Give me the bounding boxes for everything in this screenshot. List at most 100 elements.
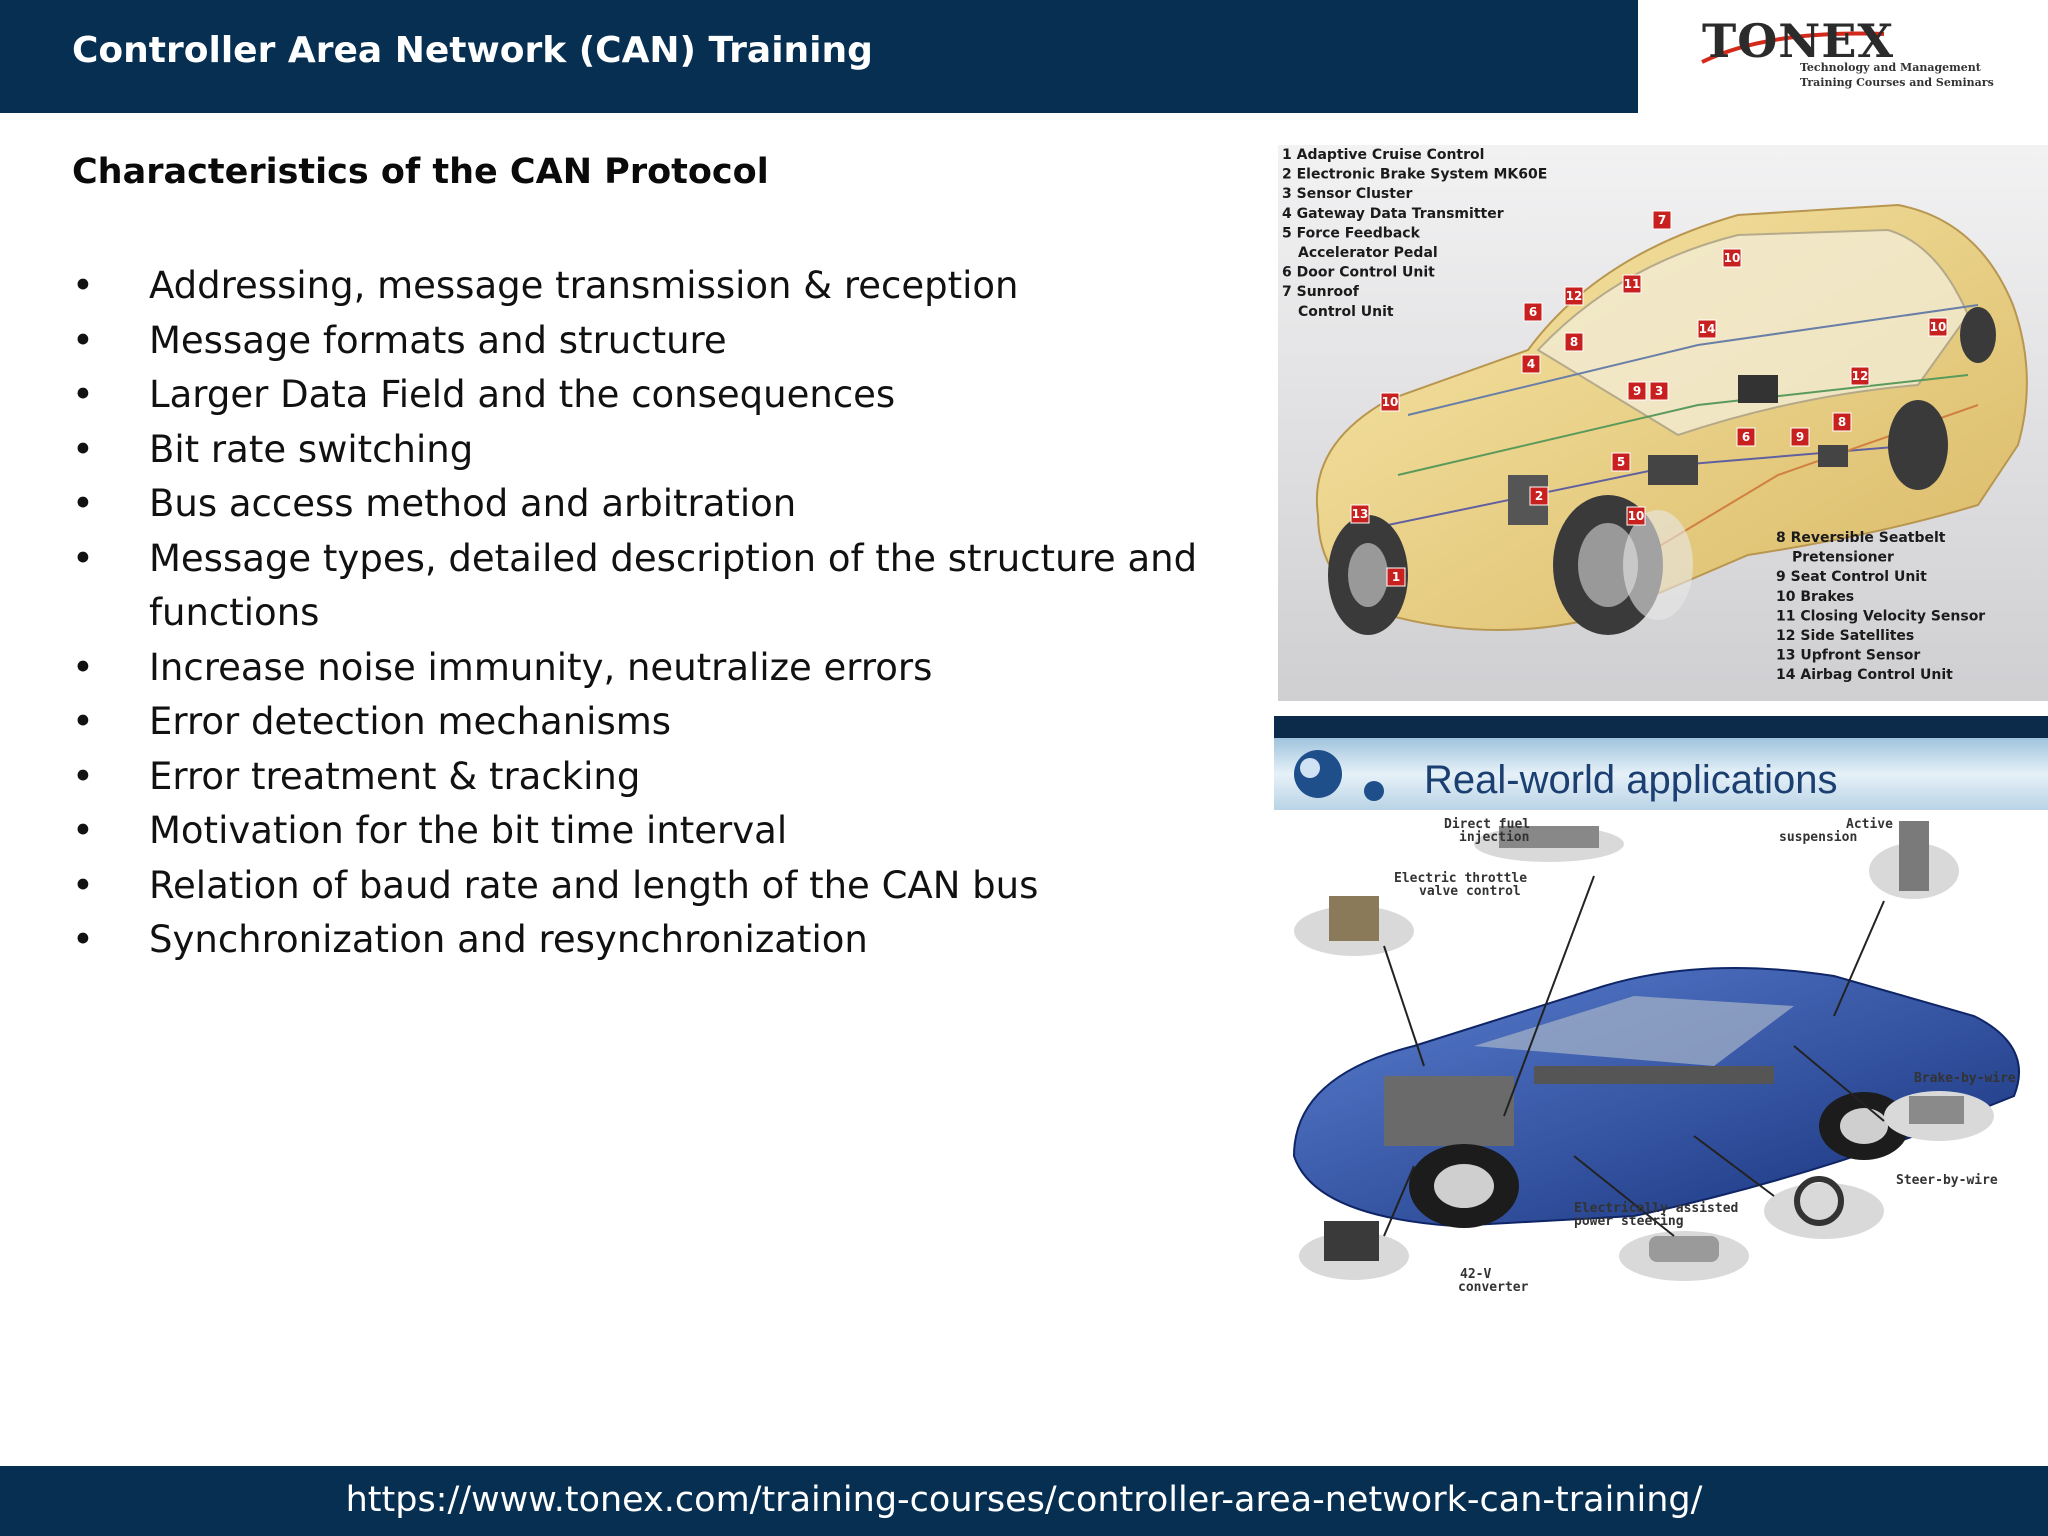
- diagram-legend-top: 1 Adaptive Cruise Control 2 Electronic Br…: [1282, 147, 1547, 320]
- bullet-text: Synchronization and resynchronization: [149, 918, 868, 961]
- legend-entry: Pretensioner: [1792, 550, 1894, 566]
- bullet-dot-icon: •: [72, 482, 94, 525]
- bullet-dot-icon: •: [72, 536, 94, 580]
- diagram-tag-number: 11: [1624, 277, 1641, 291]
- bullet-dot-icon: •: [72, 918, 94, 961]
- diagram-tag-box: [1523, 302, 1543, 322]
- label-42v-converter: 42-V: [1460, 1267, 1491, 1282]
- diagram-tag-number: 8: [1570, 335, 1578, 349]
- diagram-tag-box: [1832, 412, 1852, 432]
- bullet-dot-icon: •: [72, 809, 94, 852]
- diagram-tag-number: 9: [1633, 384, 1641, 398]
- bullet-list: • Addressing, message transmission & rece…: [72, 259, 1232, 968]
- diagram-tag-box: [1626, 506, 1646, 526]
- legend-entry: 11 Closing Velocity Sensor: [1776, 608, 1985, 624]
- diagram-tag-box: [1380, 392, 1400, 412]
- diagram-tag-number: 5: [1617, 455, 1625, 469]
- label-electric-throttle: Electric throttle: [1394, 871, 1527, 886]
- bullet-dot-icon: •: [72, 373, 94, 416]
- diagram-tag-box: [1928, 317, 1948, 337]
- legend-entry: 7 Sunroof: [1282, 284, 1360, 300]
- bullet-dot-icon: •: [72, 645, 94, 689]
- svg-text:power steering: power steering: [1574, 1214, 1684, 1229]
- bullet-item: • Addressing, message transmission & rece…: [72, 259, 1232, 314]
- bullet-text: Larger Data Field and the consequences: [149, 373, 896, 416]
- svg-text:converter: converter: [1458, 1280, 1529, 1295]
- diagram-tag-number: 12: [1566, 289, 1583, 303]
- bullet-item: •Error detection mechanisms: [72, 695, 1232, 750]
- diagram-tag-number: 12: [1852, 369, 1869, 383]
- svg-text:suspension: suspension: [1779, 830, 1857, 845]
- label-direct-fuel-injection: Direct fuel: [1444, 817, 1530, 832]
- bullet-text: Bit rate switching: [149, 427, 474, 471]
- diagram-tag-box: [1386, 567, 1406, 587]
- label-brake-by-wire: Brake-by-wire: [1914, 1071, 2016, 1086]
- diagram-tag-number: 1: [1392, 570, 1400, 584]
- bullet-item: • Message types, detailed description of …: [72, 532, 1232, 641]
- bullet-item: • Increase noise immunity, neutralize err…: [72, 641, 1232, 696]
- bullet-item: • Bus access method and arbitration: [72, 477, 1232, 532]
- bullet-item: • Synchronization and resynchronization: [72, 913, 1232, 968]
- diagram-tag-box: [1611, 452, 1631, 472]
- diagram-tag-number: 10: [1628, 509, 1645, 523]
- svg-text:valve control: valve control: [1419, 884, 1521, 899]
- logo-swoosh-icon: [1701, 31, 1885, 64]
- bullet-item: •Message formats and structure: [72, 314, 1232, 369]
- bullet-dot-icon: •: [72, 264, 94, 307]
- diagram-tag-box: [1649, 381, 1669, 401]
- bullet-text: Increase noise immunity, neutralize erro…: [149, 645, 933, 689]
- diagram-tag-box: [1652, 210, 1672, 230]
- legend-entry: 6 Door Control Unit: [1282, 265, 1435, 281]
- applications-title: Real-world applications: [1424, 758, 1838, 802]
- diagram-tag-box: [1697, 319, 1717, 339]
- legend-entry: 12 Side Satellites: [1776, 628, 1914, 644]
- bullet-text: Message types, detailed description of t…: [149, 536, 1198, 635]
- bullet-text: Motivation for the bit time interval: [149, 809, 788, 852]
- diagram-tag-number: 2: [1535, 489, 1543, 503]
- section-title: Characteristics of the CAN Protocol: [72, 152, 769, 192]
- diagram-tag-number: 13: [1352, 507, 1369, 521]
- diagram-tag-number: 6: [1742, 430, 1750, 444]
- bullet-item: •Error treatment & tracking: [72, 750, 1232, 805]
- legend-entry: 1 Adaptive Cruise Control: [1282, 147, 1484, 163]
- diagram-tag-number: 3: [1655, 384, 1663, 398]
- diagram-tag-number: 7: [1658, 213, 1666, 227]
- bullet-text: Bus access method and arbitration: [149, 482, 797, 525]
- bullet-text: Addressing, message transmission & recep…: [149, 264, 1019, 307]
- diagram-tag-box: [1627, 381, 1647, 401]
- diagram-tag-number: 14: [1699, 322, 1716, 336]
- legend-entry: Accelerator Pedal: [1298, 245, 1438, 261]
- diagram-tag-box: [1529, 486, 1549, 506]
- footer-url-link[interactable]: https://www.tonex.com/training-courses/c…: [345, 1480, 1703, 1520]
- page-title: Controller Area Network (CAN) Training: [72, 30, 873, 71]
- diagram-tag-box: [1564, 332, 1584, 352]
- label-active-suspension: Active: [1846, 817, 1893, 832]
- real-world-applications-image: Real-world applications: [1274, 716, 2048, 1306]
- legend-entry: 4 Gateway Data Transmitter: [1282, 206, 1504, 222]
- legend-entry: 8 Reversible Seatbelt: [1776, 530, 1946, 546]
- bullet-dot-icon: •: [72, 863, 94, 907]
- bullet-text: Error detection mechanisms: [149, 700, 672, 743]
- label-power-steering: Electrically assisted: [1574, 1201, 1738, 1216]
- legend-entry: 10 Brakes: [1776, 589, 1854, 605]
- bullet-item: • Bit rate switching: [72, 423, 1232, 478]
- diagram-tag-number: 10: [1724, 251, 1741, 265]
- diagram-tag-box: [1622, 274, 1642, 294]
- legend-entry: 9 Seat Control Unit: [1776, 569, 1927, 585]
- bullet-item: • Larger Data Field and the consequences: [72, 368, 1232, 423]
- bullet-dot-icon: •: [72, 427, 94, 471]
- header-bar: Controller Area Network (CAN) Training: [0, 0, 1638, 113]
- logo-tagline: Technology and Management Training Cours…: [1800, 61, 1994, 89]
- diagram-tag-number: 10: [1930, 320, 1947, 334]
- legend-entry: 5 Force Feedback: [1282, 225, 1421, 241]
- bullet-item: • Motivation for the bit time interval: [72, 804, 1232, 859]
- legend-entry: 2 Electronic Brake System MK60E: [1282, 167, 1547, 183]
- diagram-tag-number: 8: [1838, 415, 1846, 429]
- legend-entry: Control Unit: [1298, 304, 1394, 320]
- footer-bar: https://www.tonex.com/training-courses/c…: [0, 1466, 2048, 1536]
- bullet-dot-icon: •: [72, 318, 94, 362]
- diagram-tag-box: [1722, 248, 1742, 268]
